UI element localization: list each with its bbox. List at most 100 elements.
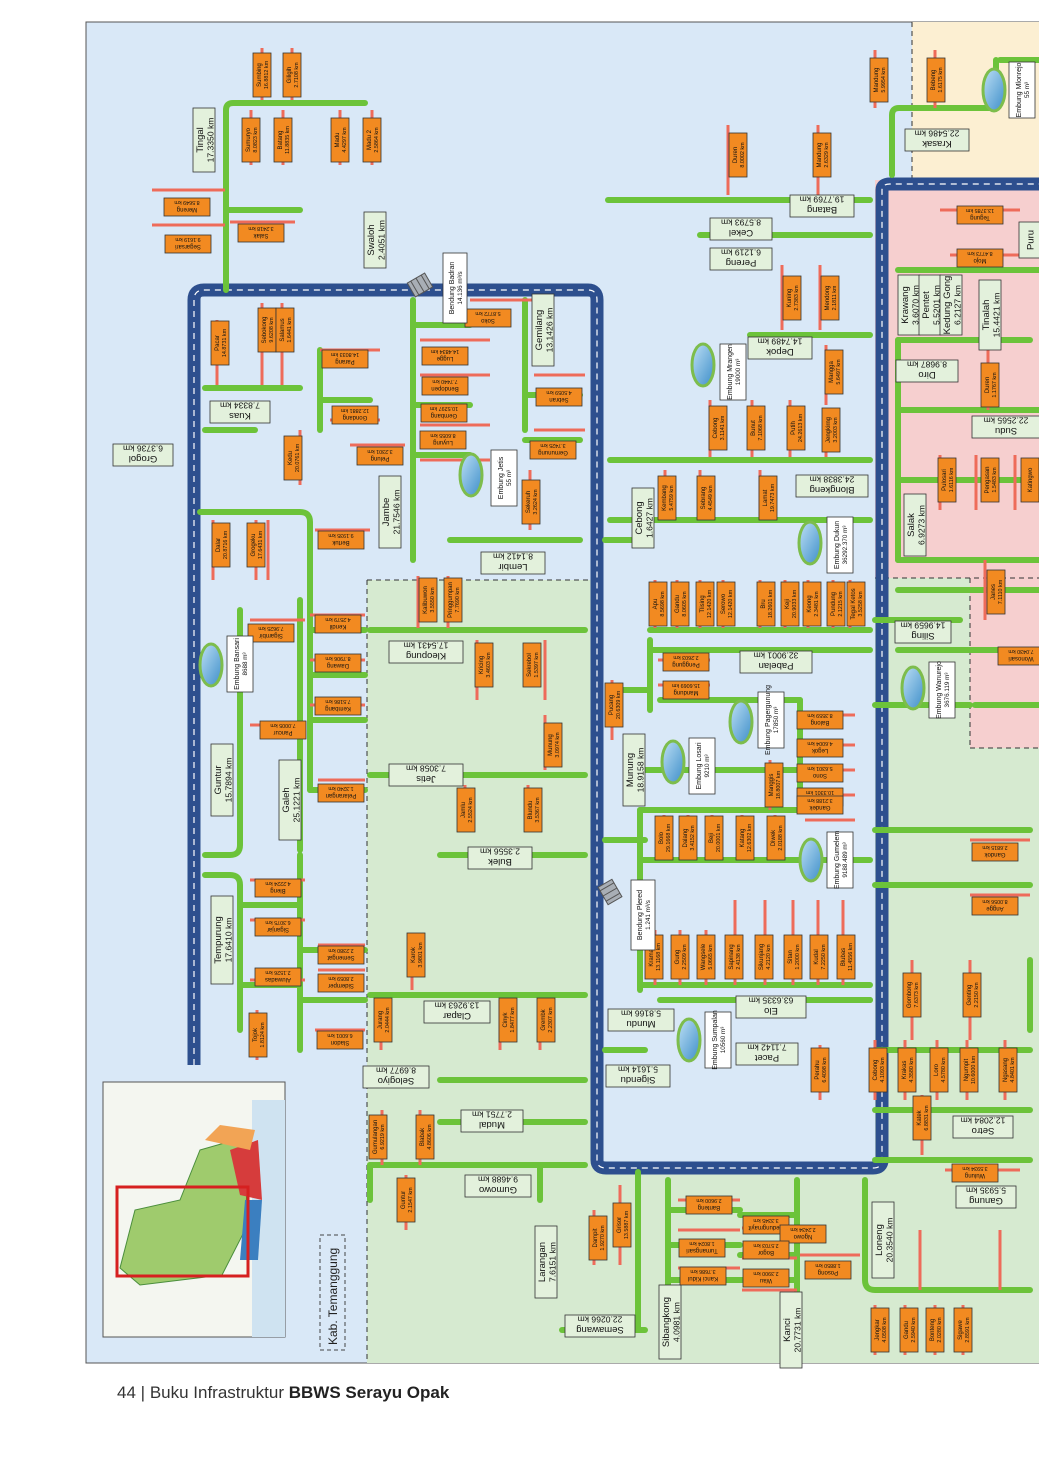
canal-label-title: Jetis <box>416 773 436 784</box>
offtake-label-value: 7.0005 km <box>270 722 296 728</box>
canal-label-title: Mudal <box>479 1119 505 1130</box>
canal-label-value: 22.5486 km <box>915 129 960 139</box>
offtake-label-value: 4.5059 km <box>546 389 572 395</box>
reservoir-label-title: Embung Dukun <box>834 521 841 569</box>
offtake-label-title: Karok <box>411 946 417 963</box>
offtake-label-title: Bolo <box>659 831 665 844</box>
canal-label-value: 24.3838 km <box>810 475 855 485</box>
offtake-label-value: 2.0444 km <box>385 1007 391 1033</box>
offtake-label-value: 4.1093 km <box>880 1057 886 1083</box>
offtake-label-value: 3.2003 km <box>833 417 839 443</box>
offtake-label-value: 2.3900 km <box>753 1270 779 1276</box>
canal-label-title: Gemilang <box>534 310 545 351</box>
offtake-label-value: 7.0430 km <box>1008 648 1034 654</box>
offtake-label-value: 3.5258 km <box>858 591 864 617</box>
offtake-label-title: Blabak <box>420 1127 426 1146</box>
canal-label-title: Kuas <box>229 410 251 421</box>
canal-label-value: 20.7731 km <box>793 1308 803 1353</box>
canal-label-value: 8.1412 km <box>493 552 533 562</box>
offtake-label-value: 4.4549 km <box>708 485 714 511</box>
weir-label-value: 14.136 m³/s <box>457 271 464 304</box>
offtake-label-title: Dawang <box>327 662 349 668</box>
offtake-label-title: Angge <box>986 905 1004 911</box>
offtake-label-title: Parang <box>335 358 354 364</box>
offtake-label-title: Sekeruh <box>526 491 532 513</box>
offtake-label-value: 3.2418 km <box>248 225 274 231</box>
canal-label-title: Tingal <box>195 127 206 153</box>
offtake-label-title: Sitan <box>788 950 794 964</box>
offtake-label-value: 8.3559 km <box>807 712 833 718</box>
offtake-label-value: 2.9600 km <box>696 1197 722 1203</box>
canal-label-value: 5.8166 km <box>621 1009 661 1019</box>
reservoir-label-value: 10560 m³ <box>720 1027 727 1054</box>
offtake-label-title: Madu <box>335 132 341 147</box>
offtake-label-value: 2.5864 km <box>374 127 380 153</box>
canal-label-title: Loneng <box>874 1224 885 1256</box>
offtake-label-value: 3.5934 km <box>962 1165 988 1171</box>
canal-label-value: 9.4688 km <box>478 1175 518 1185</box>
offtake-label-value: 7.1110 km <box>998 579 1004 604</box>
offtake-label-title: Mangga <box>829 360 835 382</box>
main-canal-inner-dash <box>193 183 1039 1169</box>
offtake-label-value: 2.8059 km <box>328 975 354 981</box>
offtake-label-value: 12.1420 km <box>707 589 713 618</box>
canal-label-value: 6.9273 km <box>917 505 927 545</box>
offtake-label-title: Sladon <box>331 1039 350 1045</box>
offtake-label-title: Gandek <box>808 804 830 810</box>
offtake-label-title: Giligih <box>287 67 293 84</box>
offtake-label-title: Soko <box>481 317 495 323</box>
canal-label-value: 4.0981 km <box>672 1302 682 1342</box>
canal-label-value: 3.6070 km <box>911 285 921 325</box>
offtake-label-title: Jengkar <box>875 1319 881 1340</box>
offtake-label-title: Gondang <box>343 414 368 420</box>
offtake-label-value: 7.6373 km <box>914 982 920 1008</box>
offtake-label-value: 9.1619 km <box>175 236 201 242</box>
offtake-label-title: Sebran <box>549 396 568 402</box>
canal-label: Puru <box>1018 221 1039 259</box>
offtake-label-title: Mandung <box>817 142 823 167</box>
offtake-label-value: 4.0508 km <box>882 1317 888 1343</box>
offtake-label-title: Wau <box>760 1277 772 1283</box>
offtake-label-value: 8.5698 km <box>660 591 666 617</box>
canal-label-title: Cekel <box>729 227 753 238</box>
offtake-label-value: 2.1811 km <box>832 285 838 310</box>
offtake-label-value: 8.0823 km <box>253 127 259 153</box>
offtake-label-value: 24.2613 km <box>798 413 804 442</box>
offtake-label-title: Krakas <box>902 1061 908 1080</box>
offtake-label-value: 2.2509 km <box>682 944 688 970</box>
offtake-label-value: 1.8124 km <box>260 1022 266 1048</box>
canal-label-title: Siling <box>911 630 934 641</box>
offtake-label-title: Pengasan <box>985 466 991 493</box>
offtake-label-title: Sikunjang <box>759 944 765 970</box>
offtake-label-value: 6.9219 km <box>380 1124 386 1150</box>
